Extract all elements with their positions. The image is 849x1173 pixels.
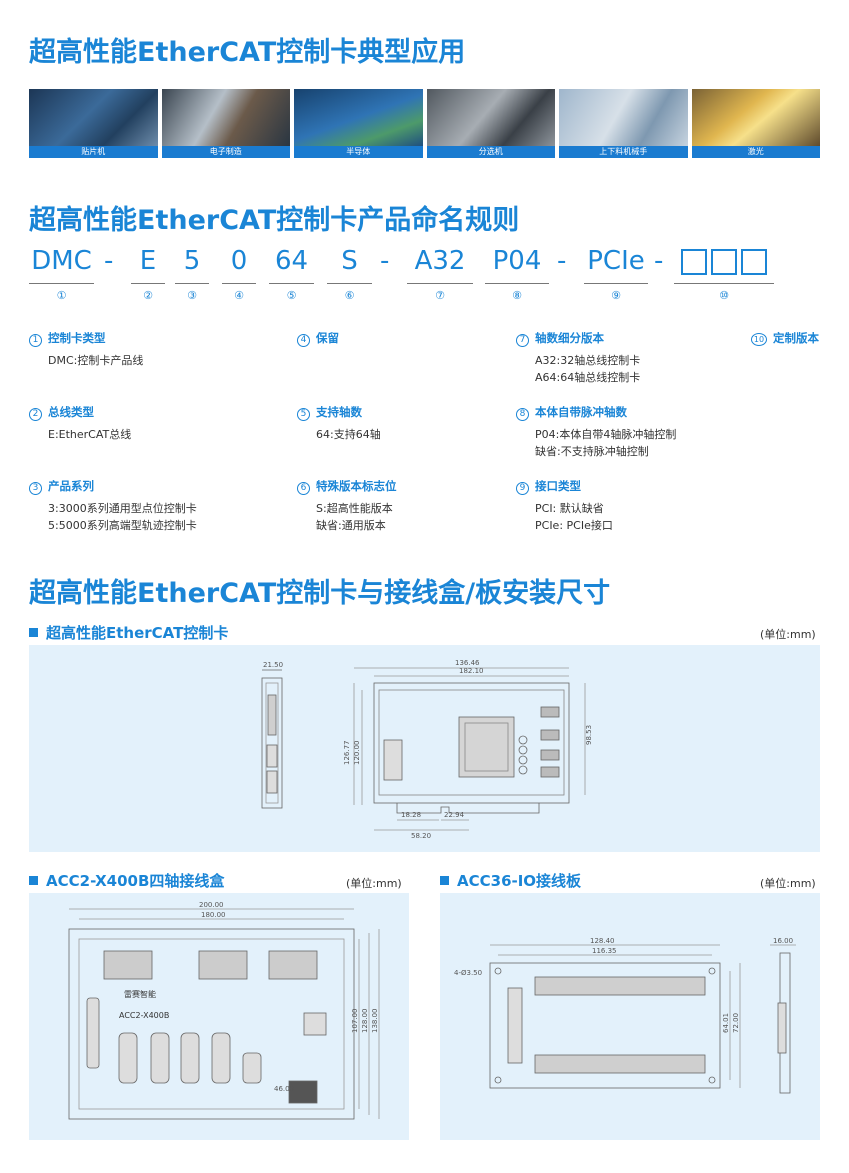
code-segment-custom: [674, 246, 774, 284]
application-label: 电子制造: [161, 146, 290, 158]
box-brand-label: 雷赛智能: [124, 989, 156, 999]
section-title-naming: 超高性能EtherCAT控制卡产品命名规则: [29, 205, 520, 236]
code-number: ⑦: [435, 289, 445, 302]
card-drawing-unit: (单位:mm): [760, 628, 816, 641]
application-photo: [161, 89, 290, 146]
code-segment: 64: [269, 246, 314, 284]
dim-label: 22.94: [444, 811, 465, 819]
card-drawing-panel: 21.50 136.46 182.10 126.77 120.00 98.53 …: [29, 645, 820, 852]
dim-label: 182.10: [459, 667, 484, 675]
dim-label: 64.01: [722, 1013, 730, 1033]
code-segment: E: [131, 246, 165, 284]
dim-label: 200.00: [199, 901, 224, 909]
code-number: ④: [234, 289, 244, 302]
code-dash: -: [380, 246, 390, 276]
code-number: ⑩: [719, 289, 729, 302]
dim-label: 58.20: [411, 832, 431, 840]
dim-label: 180.00: [201, 911, 226, 919]
code-number: ②: [143, 289, 153, 302]
dim-label: 107.00: [351, 1009, 359, 1034]
application-photo: [691, 89, 820, 146]
board-drawing-unit: (单位:mm): [760, 877, 816, 890]
dim-label: 18.28: [401, 811, 421, 819]
application-tile: 电子制造: [161, 89, 290, 158]
application-strip: 贴片机 电子制造 半导体 分选机 上下料机械手 激光: [29, 89, 820, 158]
dim-label: 128.40: [590, 937, 615, 945]
board-drawing-title: ACC36-IO接线板: [440, 870, 581, 891]
dim-label: 126.77: [343, 741, 351, 766]
application-tile: 上下料机械手: [559, 89, 688, 158]
code-dash: -: [654, 246, 664, 276]
application-tile: 半导体: [294, 89, 423, 158]
dim-label: 98.53: [585, 725, 593, 745]
code-segment: S: [327, 246, 372, 284]
code-segment: P04: [485, 246, 549, 284]
application-tile: 分选机: [426, 89, 555, 158]
application-label: 分选机: [426, 146, 555, 158]
application-photo: [426, 89, 555, 146]
box-dimension-drawing: 200.00 180.00 107.00 128.00 138.00 46.00…: [68, 901, 380, 1120]
board-dimension-drawing: 128.40 116.35 4-Ø3.50 64.01 72.00 16.00: [454, 937, 796, 1094]
dim-label: 16.00: [773, 937, 793, 945]
application-photo: [29, 89, 158, 146]
dim-label: 138.00: [371, 1009, 379, 1034]
custom-boxes: [681, 249, 767, 275]
code-dash: -: [104, 246, 114, 276]
code-dash: -: [557, 246, 567, 276]
dim-label: 116.35: [592, 947, 617, 955]
code-segment: 5: [175, 246, 209, 284]
application-tile: 激光: [691, 89, 820, 158]
naming-code-row: DMC - E 5 0 64 S - A32 P04 - PCIe -: [29, 246, 820, 290]
code-number: ⑥: [344, 289, 355, 302]
box-drawing-unit: (单位:mm): [346, 877, 402, 890]
application-label: 上下料机械手: [559, 146, 688, 158]
application-label: 半导体: [294, 146, 423, 158]
code-segment: PCIe: [584, 246, 648, 284]
application-label: 激光: [691, 146, 820, 158]
box-drawing-panel: 200.00 180.00 107.00 128.00 138.00 46.00…: [29, 893, 409, 1140]
code-segment: DMC: [29, 246, 94, 284]
application-label: 贴片机: [29, 146, 158, 158]
code-number: ⑨: [611, 289, 621, 302]
code-number: ⑤: [286, 289, 297, 302]
dim-label: 128.00: [361, 1009, 369, 1034]
code-number: ①: [56, 289, 67, 302]
card-drawing-title: 超高性能EtherCAT控制卡: [29, 622, 228, 643]
card-dimension-drawing: 21.50 136.46 182.10 126.77 120.00 98.53 …: [261, 659, 593, 840]
dim-label: 21.50: [263, 661, 283, 669]
dim-label: 120.00: [353, 741, 361, 766]
code-segment: A32: [407, 246, 473, 284]
application-photo: [294, 89, 423, 146]
application-tile: 贴片机: [29, 89, 158, 158]
dim-label: 136.46: [455, 659, 480, 667]
dim-label: 4-Ø3.50: [454, 969, 482, 977]
box-model-label: ACC2-X400B: [119, 1011, 169, 1020]
box-drawing-title: ACC2-X400B四轴接线盒: [29, 870, 224, 891]
section-title-applications: 超高性能EtherCAT控制卡典型应用: [29, 37, 466, 68]
code-segment: 0: [222, 246, 256, 284]
dim-label: 72.00: [732, 1013, 740, 1033]
code-number: ③: [187, 289, 197, 302]
dim-label: 46.00: [274, 1085, 294, 1093]
code-number: ⑧: [512, 289, 522, 302]
section-title-dimensions: 超高性能EtherCAT控制卡与接线盒/板安装尺寸: [29, 578, 611, 609]
board-drawing-panel: 128.40 116.35 4-Ø3.50 64.01 72.00 16.00: [440, 893, 820, 1140]
application-photo: [559, 89, 688, 146]
